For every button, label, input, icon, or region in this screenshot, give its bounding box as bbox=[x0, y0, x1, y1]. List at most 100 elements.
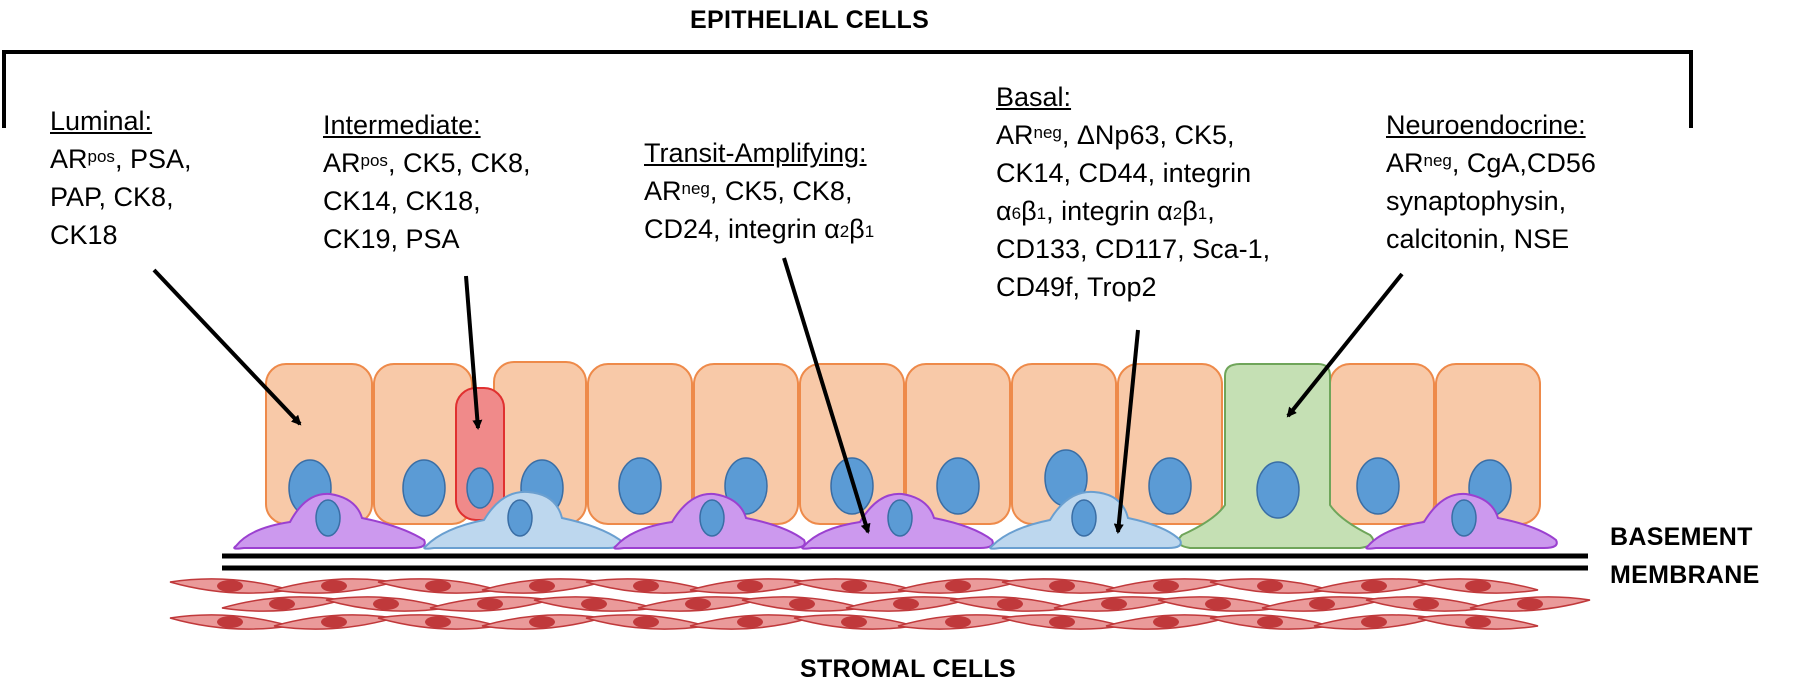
basement-membrane-label: BASEMENT MEMBRANE bbox=[1610, 518, 1760, 594]
ar-status: neg bbox=[681, 179, 710, 198]
transit-amplifying-label: Transit-Amplifying: ARneg, CK5, CK8, CD2… bbox=[644, 134, 874, 248]
stromal-nucleus bbox=[997, 598, 1023, 610]
nucleus bbox=[315, 499, 341, 537]
stromal-nucleus bbox=[1257, 580, 1283, 592]
stromal-layer bbox=[169, 578, 1591, 630]
intermediate-title: Intermediate: bbox=[323, 110, 481, 140]
subscript: 1 bbox=[864, 222, 875, 241]
ar-status: pos bbox=[360, 151, 388, 170]
epithelial-bracket bbox=[2, 50, 1693, 128]
ar-text: AR bbox=[323, 148, 361, 178]
stromal-nucleus bbox=[685, 598, 711, 610]
nucleus bbox=[1071, 499, 1097, 537]
subscript: 1 bbox=[1197, 204, 1208, 223]
luminal-markers-line3: CK18 bbox=[50, 220, 118, 250]
ar-text: AR bbox=[644, 176, 682, 206]
nucleus bbox=[507, 499, 533, 537]
stromal-nucleus bbox=[321, 580, 347, 592]
nucleus bbox=[1256, 461, 1300, 519]
intermediate-markers-line1: ARpos, CK5, CK8, bbox=[323, 144, 531, 182]
neuro-markers-line2: synaptophysin, bbox=[1386, 186, 1567, 216]
neuroendocrine-title: Neuroendocrine: bbox=[1386, 110, 1586, 140]
ar-text: AR bbox=[996, 120, 1034, 150]
ar-status: neg bbox=[1423, 151, 1452, 170]
stromal-nucleus bbox=[893, 598, 919, 610]
stromal-nucleus bbox=[1049, 580, 1075, 592]
stromal-nucleus bbox=[581, 598, 607, 610]
epithelial-cells-heading: EPITHELIAL CELLS bbox=[690, 6, 930, 34]
stromal-nucleus bbox=[1205, 598, 1231, 610]
stromal-nucleus bbox=[1153, 580, 1179, 592]
stromal-nucleus bbox=[1153, 616, 1179, 628]
subscript: 6 bbox=[1011, 204, 1022, 223]
nucleus bbox=[1148, 457, 1192, 515]
luminal-markers-line1: ARpos, PSA, bbox=[50, 140, 191, 178]
luminal-label: Luminal: ARpos, PSA, PAP, CK8, CK18 bbox=[50, 102, 191, 254]
stromal-cells-heading: STROMAL CELLS bbox=[800, 655, 1016, 683]
markers-text: α bbox=[996, 196, 1012, 226]
basal-nuclei bbox=[315, 499, 1477, 537]
basal-markers-line5: CD49f, Trop2 bbox=[996, 272, 1157, 302]
markers-text: , CgA,CD56 bbox=[1451, 148, 1596, 178]
ar-status: neg bbox=[1033, 123, 1062, 142]
markers-text: , CK5, CK8, bbox=[709, 176, 853, 206]
markers-text: , ΔNp63, CK5, bbox=[1061, 120, 1235, 150]
markers-text: CD24, integrin α bbox=[644, 214, 840, 244]
arrow-transit bbox=[782, 257, 871, 534]
luminal-cells bbox=[265, 361, 1541, 525]
nucleus bbox=[466, 467, 494, 509]
ar-text: AR bbox=[1386, 148, 1424, 178]
stromal-nucleus bbox=[1361, 616, 1387, 628]
stromal-nucleus bbox=[633, 580, 659, 592]
arrow-basal bbox=[1113, 329, 1140, 534]
subscript: 2 bbox=[1172, 204, 1183, 223]
stromal-nucleus bbox=[529, 580, 555, 592]
stromal-nucleus bbox=[1465, 616, 1491, 628]
transit-markers-line1: ARneg, CK5, CK8, bbox=[644, 172, 874, 210]
stromal-nucleus bbox=[1257, 616, 1283, 628]
neuroendocrine-label: Neuroendocrine: ARneg, CgA,CD56 synaptop… bbox=[1386, 106, 1596, 258]
neuroendocrine-cell bbox=[1177, 363, 1375, 549]
markers-text: , integrin α bbox=[1046, 196, 1173, 226]
stromal-nucleus bbox=[269, 598, 295, 610]
basal-markers-line1: ARneg, ΔNp63, CK5, bbox=[996, 116, 1270, 154]
markers-text: , PSA, bbox=[114, 144, 192, 174]
basal-markers-line4: CD133, CD117, Sca-1, bbox=[996, 234, 1271, 264]
arrow-neuroendocrine bbox=[1286, 272, 1404, 418]
nucleus bbox=[724, 457, 768, 515]
transit-amplifying-title: Transit-Amplifying: bbox=[644, 138, 867, 168]
stromal-nucleus bbox=[1517, 598, 1543, 610]
luminal-markers-line2: PAP, CK8, bbox=[50, 182, 174, 212]
intermediate-markers-line3: CK19, PSA bbox=[323, 224, 460, 254]
stromal-nucleus bbox=[737, 580, 763, 592]
stromal-nucleus bbox=[425, 580, 451, 592]
markers-text: , bbox=[1207, 196, 1215, 226]
stromal-nucleus bbox=[321, 616, 347, 628]
stromal-nucleus bbox=[373, 598, 399, 610]
subscript: 2 bbox=[839, 222, 850, 241]
luminal-cell bbox=[1117, 363, 1223, 525]
markers-text: β bbox=[849, 214, 865, 244]
arrow-intermediate bbox=[464, 275, 483, 430]
stromal-nucleus bbox=[1361, 580, 1387, 592]
arrows bbox=[152, 257, 1404, 534]
transit-markers-line2: CD24, integrin α2β1 bbox=[644, 210, 874, 248]
stromal-nucleus bbox=[945, 616, 971, 628]
neuro-markers-line3: calcitonin, NSE bbox=[1386, 224, 1570, 254]
basement-membrane-label-line2: MEMBRANE bbox=[1610, 561, 1760, 589]
nucleus bbox=[618, 457, 662, 515]
stromal-nucleus bbox=[1309, 598, 1335, 610]
stromal-nucleus bbox=[945, 580, 971, 592]
intermediate-label: Intermediate: ARpos, CK5, CK8, CK14, CK1… bbox=[323, 106, 531, 258]
stromal-nucleus bbox=[841, 580, 867, 592]
stromal-nucleus bbox=[737, 616, 763, 628]
stromal-nucleus bbox=[529, 616, 555, 628]
stromal-nucleus bbox=[1049, 616, 1075, 628]
markers-text: β bbox=[1182, 196, 1198, 226]
luminal-title: Luminal: bbox=[50, 106, 153, 136]
stromal-nucleus bbox=[477, 598, 503, 610]
basement-membrane-label-line1: BASEMENT bbox=[1610, 523, 1753, 551]
stromal-nucleus bbox=[841, 616, 867, 628]
subscript: 1 bbox=[1036, 204, 1047, 223]
ar-status: pos bbox=[87, 147, 115, 166]
